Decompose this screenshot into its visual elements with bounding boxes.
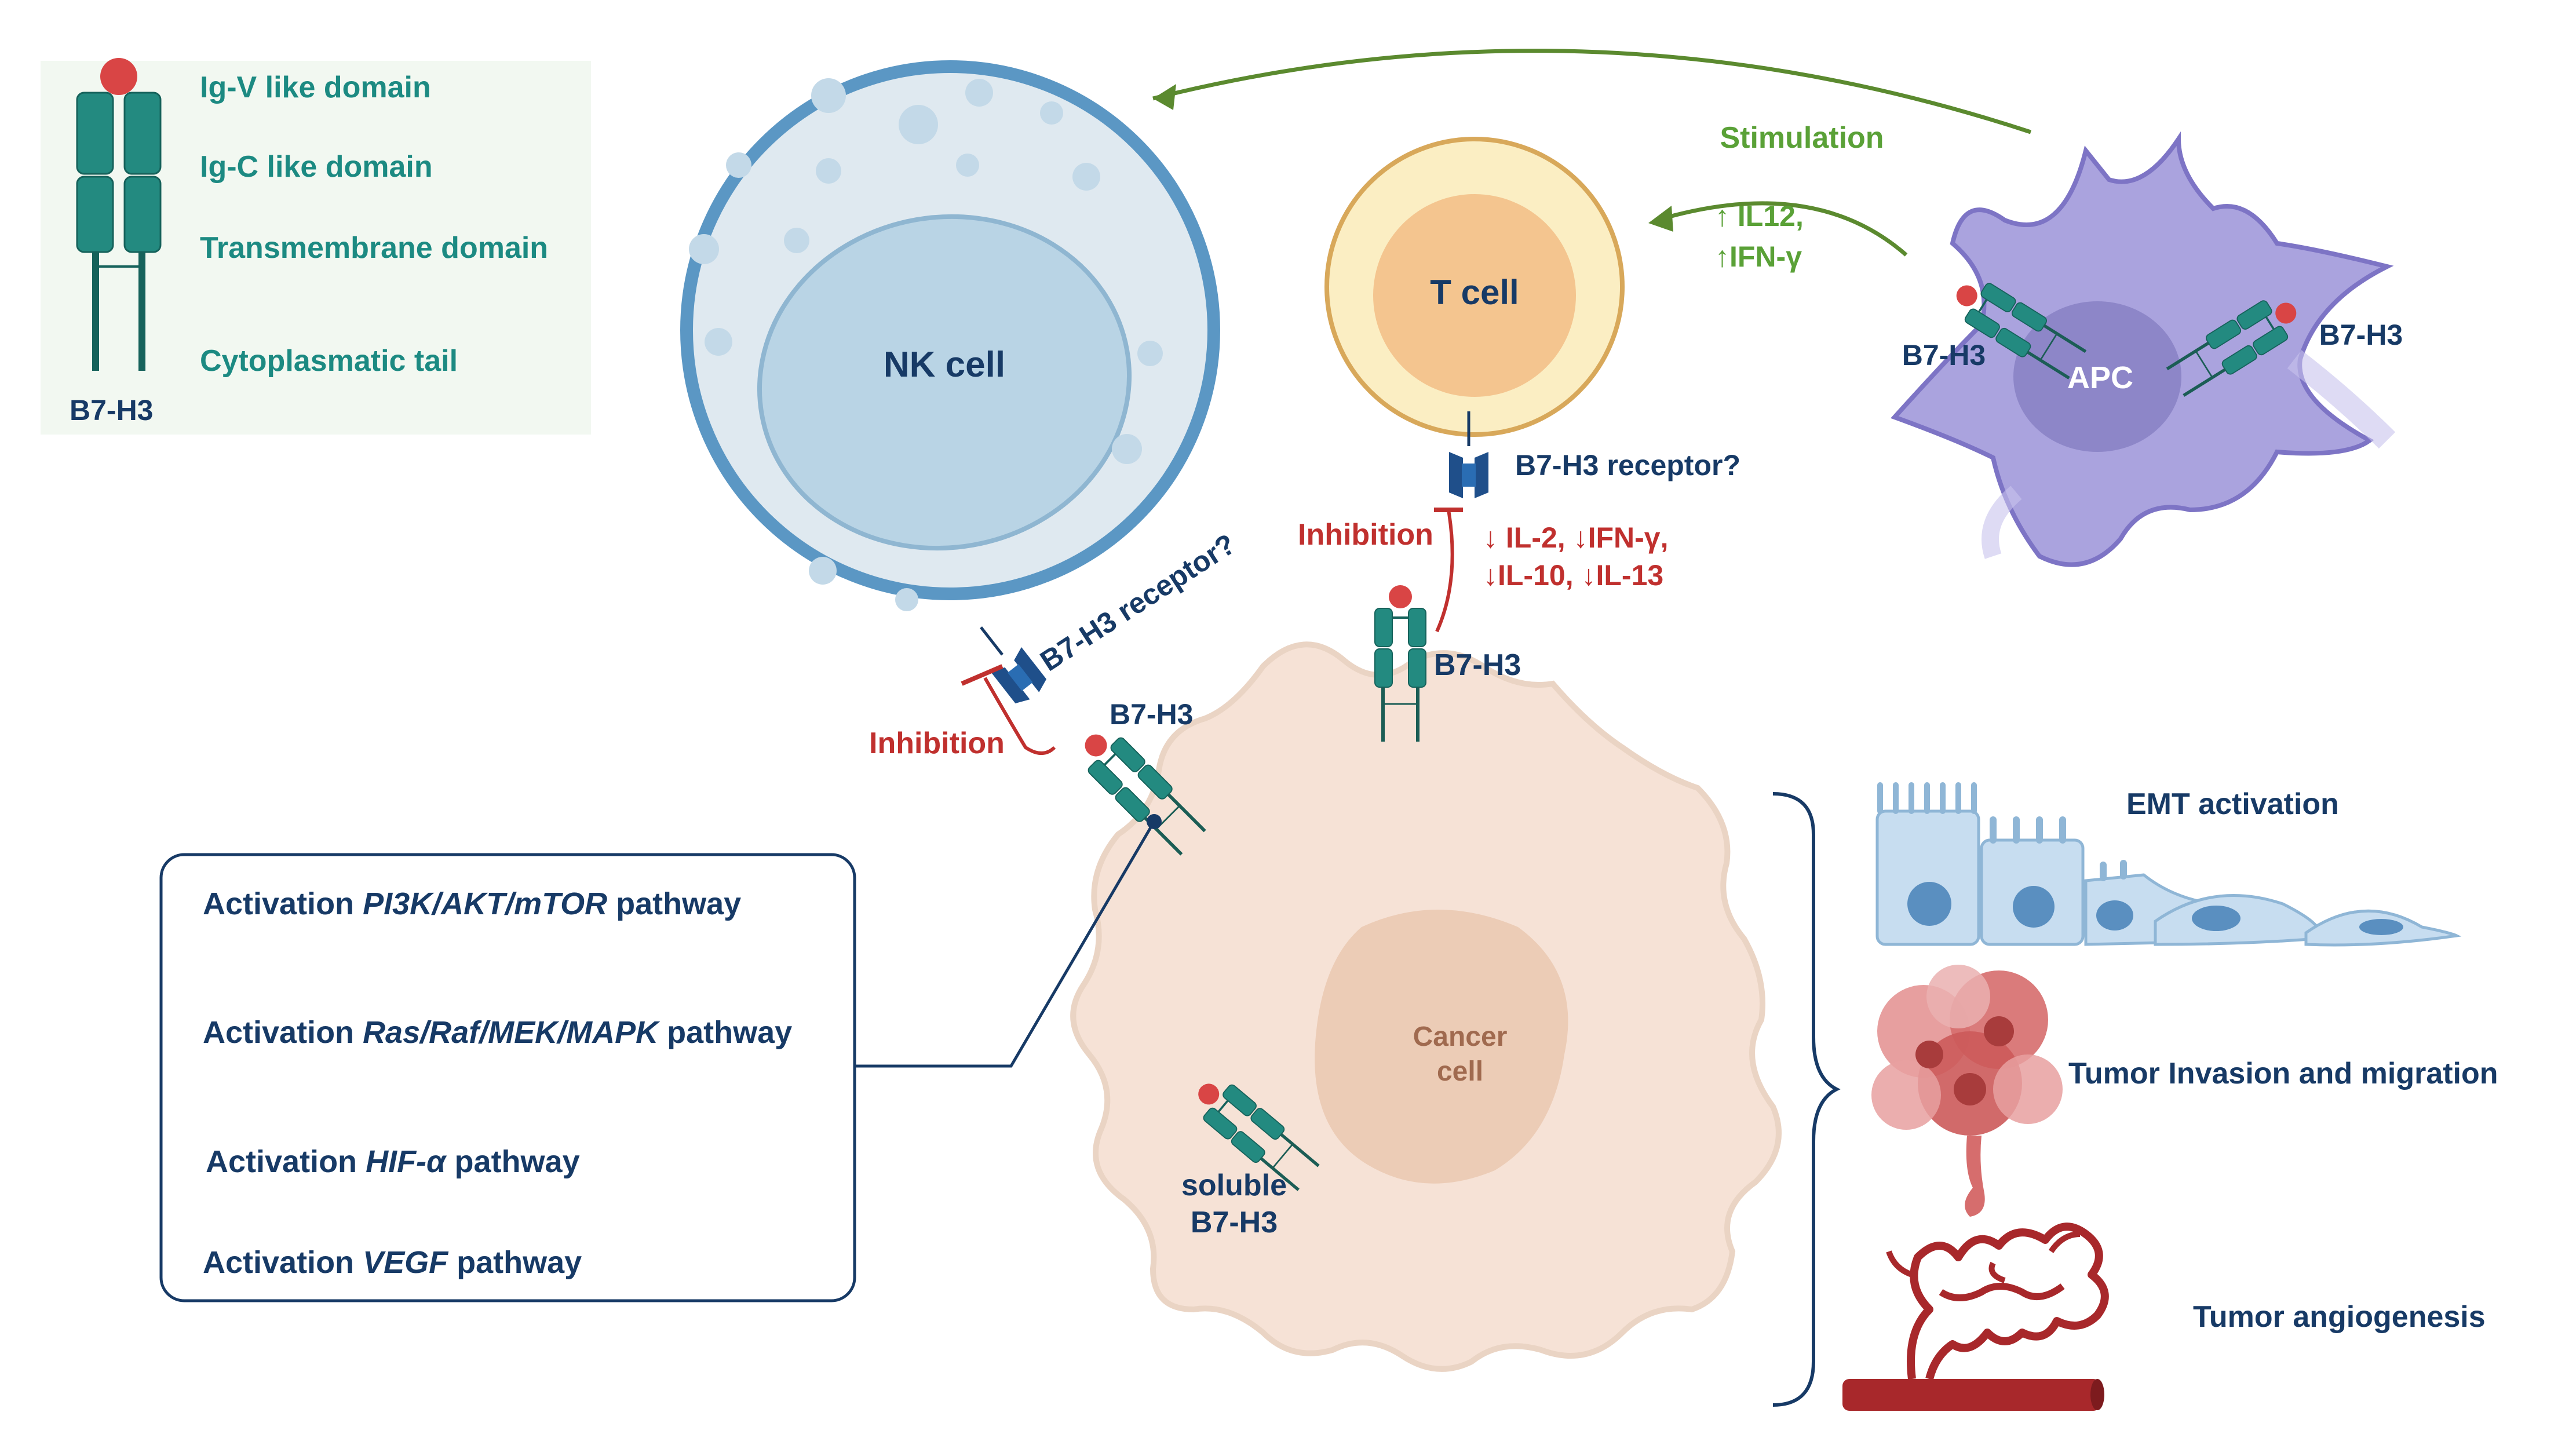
t-cell-label: T cell xyxy=(1430,273,1519,312)
cytokines-down-line1: ↓ IL-2, ↓IFN-γ, xyxy=(1483,521,1668,554)
stimulation-label: Stimulation xyxy=(1720,121,1884,155)
cancer-b7h3-left-label: B7-H3 xyxy=(1110,698,1193,731)
legend-b7h3-icon xyxy=(76,58,162,371)
pathway-box xyxy=(159,853,856,1302)
pathway-1-name: PI3K/AKT/mTOR xyxy=(363,886,607,921)
cancer-cell xyxy=(1070,641,1782,1372)
pathway-2-name: Ras/Raf/MEK/MAPK xyxy=(363,1015,661,1050)
signal-connector xyxy=(855,820,1156,1068)
pathway-1-prefix: Activation xyxy=(203,886,354,921)
invasion-illustration xyxy=(1871,965,2063,1217)
apc-to-t-arrow xyxy=(1656,201,1908,257)
cancer-b7h3-top-label: B7-H3 xyxy=(1434,648,1521,682)
t-cell-receptor-label: B7-H3 receptor? xyxy=(1515,449,1740,481)
nk-cell xyxy=(680,60,1220,611)
apc-cell xyxy=(1891,131,2396,567)
invasion-label: Tumor Invasion and migration xyxy=(2068,1057,2498,1090)
nk-inhibition-label: Inhibition xyxy=(869,727,1005,760)
apc-label: APC xyxy=(2067,360,2133,395)
legend-title: B7-H3 xyxy=(70,394,153,426)
pathway-3-prefix: Activation xyxy=(206,1144,357,1179)
soluble-label-line1: soluble xyxy=(1181,1169,1287,1202)
pathway-4-prefix: Activation xyxy=(203,1245,354,1280)
pathway-1-suffix: pathway xyxy=(616,886,741,921)
angiogenesis-label: Tumor angiogenesis xyxy=(2193,1300,2486,1334)
t-cell xyxy=(1324,137,1625,437)
cytokines-down-line2: ↓IL-10, ↓IL-13 xyxy=(1483,559,1663,592)
apc-b7h3-right-label: B7-H3 xyxy=(2319,319,2403,351)
cytokines-up-line2: ↑IFN-γ xyxy=(1715,240,1802,273)
pathway-list: Activation PI3K/AKT/mTOR pathway Activat… xyxy=(203,886,792,1280)
nk-granules xyxy=(689,78,1163,611)
pathway-3-name: HIF-α xyxy=(366,1144,447,1179)
pathway-item-1: Activation PI3K/AKT/mTOR pathway xyxy=(203,886,741,921)
legend-transmembrane-label: Transmembrane domain xyxy=(200,231,548,265)
cytokines-up-line1: ↑ IL12, xyxy=(1715,200,1804,232)
soluble-label-line2: B7-H3 xyxy=(1191,1206,1278,1239)
pathway-2-suffix: pathway xyxy=(667,1015,792,1050)
pathway-item-4: Activation VEGF pathway xyxy=(203,1245,582,1280)
angiogenesis-illustration xyxy=(1842,1223,2109,1411)
cancer-cell-label-line1: Cancer xyxy=(1413,1021,1508,1052)
t-inhibition-label: Inhibition xyxy=(1298,518,1433,552)
legend-ig-c-label: Ig-C like domain xyxy=(200,150,433,184)
legend-tail-label: Cytoplasmatic tail xyxy=(200,344,458,378)
pathway-3-suffix: pathway xyxy=(455,1144,580,1179)
pathway-item-2: Activation Ras/Raf/MEK/MAPK pathway xyxy=(203,1015,792,1050)
emt-label: EMT activation xyxy=(2126,787,2339,821)
emt-illustration xyxy=(1875,782,2462,947)
nk-inhibition-bar xyxy=(961,664,1004,686)
pathway-4-suffix: pathway xyxy=(457,1245,582,1280)
pathway-2-prefix: Activation xyxy=(203,1015,354,1050)
apc-to-nk-arrow xyxy=(1152,49,2032,134)
nk-inhibition-line xyxy=(983,677,1056,755)
apc-to-t-arrowhead xyxy=(1648,206,1673,232)
nk-cell-label: NK cell xyxy=(884,345,1005,385)
outcome-brace xyxy=(1772,792,1841,1407)
pathway-4-name: VEGF xyxy=(363,1245,449,1280)
pathway-item-3: Activation HIF-α pathway xyxy=(206,1144,580,1179)
nk-receptor xyxy=(965,615,1050,708)
apc-to-nk-arrowhead xyxy=(1153,84,1176,110)
cancer-cell-label-line2: cell xyxy=(1437,1056,1483,1087)
apc-b7h3-left-label: B7-H3 xyxy=(1902,339,1986,371)
legend-ig-v-label: Ig-V like domain xyxy=(200,71,431,104)
t-inhibition-line xyxy=(1435,509,1454,633)
